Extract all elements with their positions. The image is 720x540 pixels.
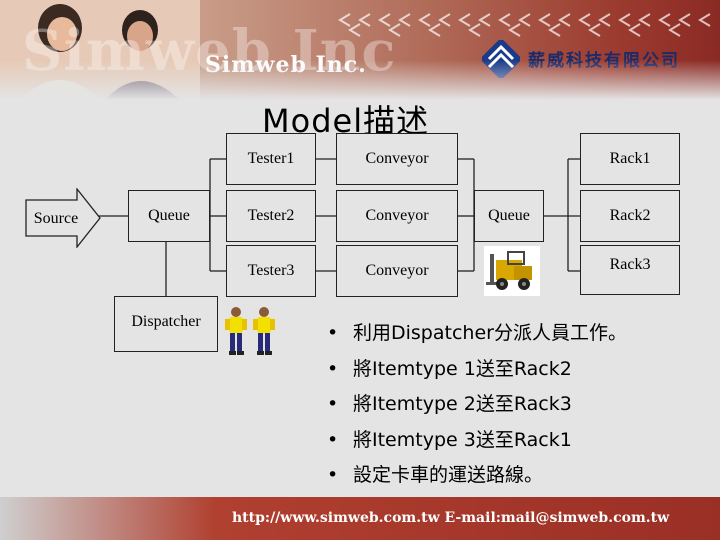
list-item: • 利用Dispatcher分派人員工作。: [327, 316, 627, 352]
list-item-text: 將Itemtype 3送至Rack1: [353, 428, 572, 451]
rack-label: Rack1: [609, 150, 651, 167]
bullet-icon: •: [327, 428, 339, 451]
conveyor-label: Conveyor: [365, 150, 429, 167]
tester-label: Tester1: [247, 150, 295, 167]
tester-node-2: Tester2: [226, 190, 316, 242]
rack-label: Rack3: [609, 256, 651, 273]
rack-node-2: Rack2: [580, 190, 680, 242]
tester-node-1: Tester1: [226, 133, 316, 185]
list-item-text: 利用Dispatcher分派人員工作。: [353, 322, 627, 344]
queue-node-1: Queue: [128, 190, 210, 242]
footer-contact: http://www.simweb.com.tw E-mail:mail@sim…: [232, 510, 670, 526]
bullet-icon: •: [327, 464, 339, 486]
conveyor-node-1: Conveyor: [336, 133, 458, 185]
rack-node-3: Rack3: [580, 245, 680, 295]
source-label: Source: [33, 210, 79, 227]
description-list: • 利用Dispatcher分派人員工作。 • 將Itemtype 1送至Rack2…: [327, 316, 627, 494]
bullet-icon: •: [327, 357, 339, 380]
list-item: • 設定卡車的運送路線。: [327, 458, 627, 494]
footer-bar: [0, 497, 720, 540]
bullet-icon: •: [327, 393, 339, 415]
banner-fade: [0, 60, 720, 100]
list-item-text: 將Itemtype 1送至Rack2: [353, 357, 572, 380]
header-banner: Simweb Inc Simweb Inc. 薪威科技有限公司: [0, 0, 720, 100]
list-item-text: 設定卡車的運送路線。: [353, 464, 544, 486]
list-item: • 將Itemtype 1送至Rack2: [327, 352, 627, 388]
chevron-pattern: [338, 13, 711, 37]
conveyor-node-2: Conveyor: [336, 190, 458, 242]
list-item-text: 將Itemtype 2送至Rack3: [353, 393, 572, 415]
queue-node-2: Queue: [474, 190, 544, 242]
dispatcher-label: Dispatcher: [131, 313, 201, 330]
conveyor-node-3: Conveyor: [336, 245, 458, 297]
list-item: • 將Itemtype 2送至Rack3: [327, 387, 627, 423]
conveyor-label: Conveyor: [365, 262, 429, 279]
source-node: Source: [25, 208, 87, 232]
rack-label: Rack2: [609, 207, 651, 224]
list-item: • 將Itemtype 3送至Rack1: [327, 423, 627, 459]
conveyor-label: Conveyor: [365, 207, 429, 224]
queue-label: Queue: [148, 207, 190, 224]
source-arrow: [25, 188, 101, 248]
bullet-icon: •: [327, 322, 339, 344]
tester-label: Tester3: [247, 262, 295, 279]
queue-label: Queue: [488, 207, 530, 224]
tester-label: Tester2: [247, 207, 295, 224]
tester-node-3: Tester3: [226, 245, 316, 297]
forklift-truck-icon: [484, 246, 540, 296]
dispatcher-node: Dispatcher: [114, 296, 218, 352]
rack-node-1: Rack1: [580, 133, 680, 185]
operator-icon: [225, 307, 247, 355]
operator-icon: [253, 307, 275, 355]
